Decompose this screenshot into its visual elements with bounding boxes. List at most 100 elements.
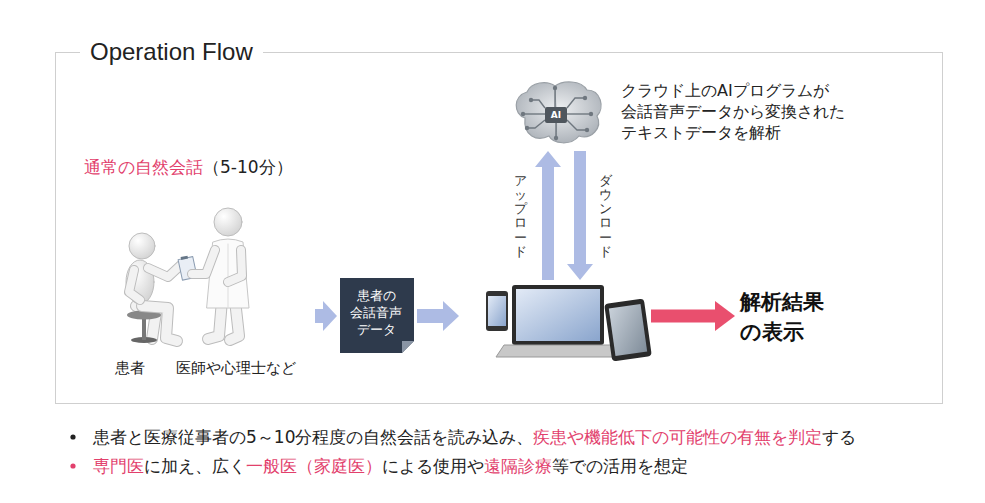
arrow-shaft: [542, 165, 554, 280]
document-label: 患者の 会話音声 データ: [350, 287, 402, 338]
device-illustration: [486, 285, 652, 362]
patient-figure: [126, 233, 182, 343]
arrow-head: [567, 264, 593, 280]
circuit-dots: [521, 86, 593, 140]
arrow-head: [715, 301, 735, 331]
text-slot: （5-10分）: [203, 156, 293, 178]
circuit-line: [567, 113, 591, 114]
flow-arrow: [315, 301, 337, 331]
edge-label: ダウンロード: [599, 173, 612, 261]
patient-arm: [148, 264, 182, 277]
patient-head: [129, 233, 155, 259]
arrow-head: [443, 301, 459, 331]
bullet-text: による使用や: [382, 456, 484, 476]
phone-screen: [488, 296, 506, 326]
flow-arrow: [651, 301, 735, 331]
text-slot: クラウド上のAIプログラムが 会話音声データから変換された テキストデータを解析: [621, 80, 845, 143]
arrow-shaft: [417, 309, 445, 323]
doctor-arm: [228, 250, 242, 282]
bullet-text: 一般医（家庭医）: [246, 456, 382, 476]
tablet-body: [604, 298, 652, 361]
circuit-line: [531, 100, 545, 108]
conversation-caption: 通常の自然会話: [84, 156, 203, 178]
chip-label: AI: [545, 108, 567, 122]
circuit-line: [527, 120, 545, 128]
doctor-arm: [228, 250, 242, 282]
result-label: 解析結果 の表示: [740, 287, 824, 347]
brain-outline: [516, 82, 601, 143]
arrow-shaft: [574, 151, 586, 266]
frame-title: Operation Flow: [80, 37, 263, 67]
circuit-dot: [554, 136, 558, 140]
bullet-text: 患者と医療従事者の5～10分程度の自然会話を読み込み、: [93, 427, 533, 447]
ai-chip: [545, 107, 567, 123]
circuit-dot: [589, 112, 593, 116]
flow-arrow: [417, 301, 459, 331]
bullet-text: する: [822, 427, 856, 447]
text-slot: ダウンロード: [599, 173, 612, 261]
stool-leg: [142, 316, 146, 340]
circuit-dot: [553, 86, 557, 90]
tablet-screen: [609, 304, 647, 356]
arrow-head: [323, 301, 337, 331]
bullet-text: に加え、広く: [144, 456, 246, 476]
circuit-dot: [525, 126, 529, 130]
ai-brain-icon: [516, 82, 601, 143]
arrow-shaft: [315, 309, 324, 323]
doctor-arm: [192, 250, 215, 274]
duration-note: （5-10分）: [203, 156, 293, 178]
text-slot: 患者: [115, 358, 145, 378]
text-slot: アップロード: [514, 173, 527, 261]
operation-frame: 通常の自然会話（5-10分） 患者 医師や心理士など 患者の 会話音声 データ クラウド…: [55, 52, 943, 404]
patient-arm: [129, 270, 140, 300]
circuit-line: [567, 120, 587, 130]
patient-arm: [148, 264, 182, 277]
arrow-shaft: [651, 310, 717, 323]
laptop-screen: [516, 289, 600, 341]
laptop-base: [496, 345, 620, 357]
edge-label: アップロード: [514, 173, 527, 261]
document-fold: [402, 341, 414, 353]
phone-body: [486, 291, 508, 331]
doctor-figure: [178, 208, 249, 340]
circuit-lines: [523, 88, 591, 138]
laptop-screen-frame: [512, 285, 604, 345]
arrow-head: [535, 151, 561, 167]
bullet-line: 専門医に加え、広く一般医（家庭医）による使用や遠隔診療等での活用を想定: [93, 454, 688, 479]
bullet-dot: [70, 434, 75, 439]
person-label: 医師や心理士など: [176, 358, 296, 378]
circuit-line: [554, 88, 555, 107]
circuit-dot: [583, 96, 587, 100]
patient-arm: [129, 270, 140, 300]
bullet-text: 等での活用を想定: [552, 456, 688, 476]
circuit-line: [523, 113, 545, 114]
tablet: [604, 298, 652, 361]
patient-leg: [142, 306, 177, 341]
doctor-arm: [192, 250, 215, 274]
result-display: 解析結果 の表示: [738, 285, 826, 349]
person-label: 患者: [115, 358, 145, 378]
text-slot: 通常の自然会話: [84, 156, 203, 178]
bullet-line: 患者と医療従事者の5～10分程度の自然会話を読み込み、疾患や機能低下の可能性の有…: [93, 425, 856, 450]
document-body: [340, 278, 414, 353]
bullet-dot: [70, 463, 75, 468]
circuit-line: [555, 123, 556, 138]
ai-description: クラウド上のAIプログラムが 会話音声データから変換された テキストデータを解析: [621, 80, 845, 143]
text-slot: 医師や心理士など: [176, 358, 296, 378]
circuit-dot: [585, 128, 589, 132]
bullet-text: 遠隔診療: [484, 456, 552, 476]
conversation-scene: 通常の自然会話（5-10分） 患者 医師や心理士など: [82, 150, 312, 382]
audio-data-document: 患者の 会話音声 データ: [340, 278, 414, 353]
clipboard-clip: [181, 256, 188, 260]
bullet-text: 疾患や機能低下の可能性の有無を判定: [533, 427, 822, 447]
device-group: [462, 283, 648, 365]
bullet-text: 専門医: [93, 456, 144, 476]
circuit-line: [567, 98, 585, 108]
flow-arrow: [567, 151, 593, 280]
text-slot: Operation Flow: [80, 37, 263, 67]
flow-arrow: [535, 151, 561, 280]
patient-leg: [142, 306, 177, 341]
doctor-head: [214, 208, 242, 236]
lab-coat-seam: [228, 244, 229, 308]
